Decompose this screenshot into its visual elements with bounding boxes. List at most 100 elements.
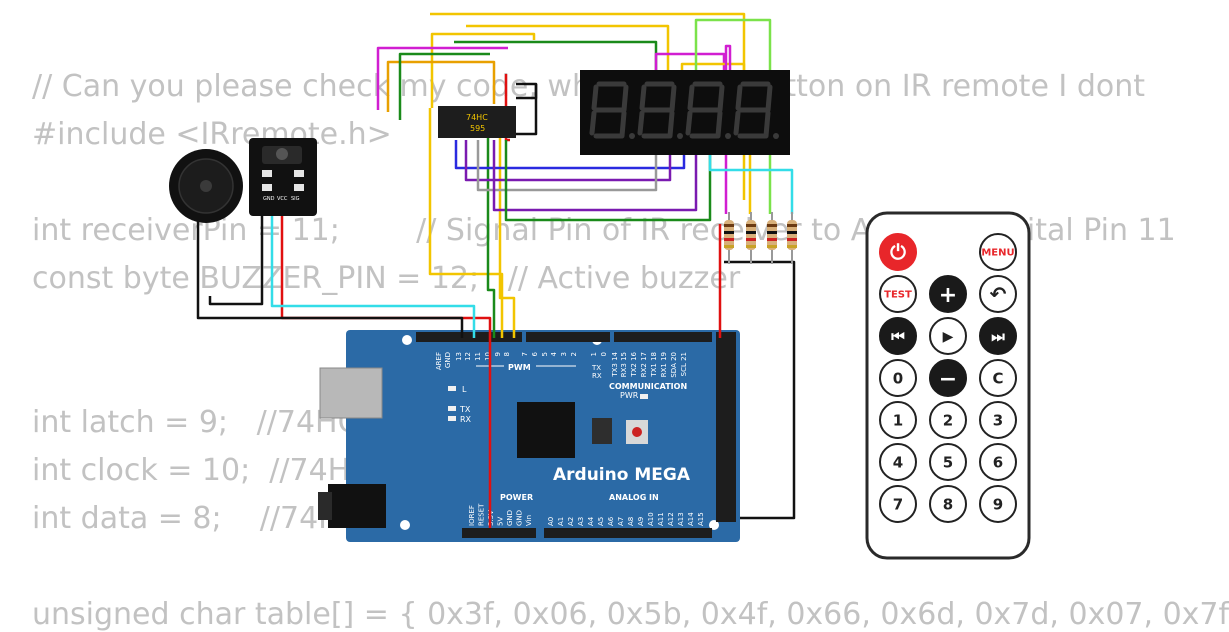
remote-button[interactable]: ⏭	[979, 317, 1017, 355]
remote-button[interactable]: 7	[879, 485, 917, 523]
remote-button-shape[interactable]	[929, 317, 967, 355]
remote-button-shape[interactable]	[879, 317, 917, 355]
board-name: Arduino MEGA	[553, 465, 691, 485]
display-segment	[637, 110, 645, 136]
remote-button[interactable]: 5	[929, 443, 967, 481]
wire-black-gnd-right[interactable]	[724, 260, 796, 520]
remote-button[interactable]: 8	[929, 485, 967, 523]
remote-button-label: 7	[893, 495, 903, 513]
wire-black-chip-right[interactable]	[516, 84, 538, 136]
header-right-double	[716, 332, 736, 522]
wire-green-left[interactable]	[398, 52, 490, 120]
remote-button-shape[interactable]	[929, 485, 967, 523]
remote-button[interactable]: ⏻	[879, 233, 917, 271]
wire-black-buzzer[interactable]	[196, 190, 464, 338]
wire-gray-segment[interactable]	[476, 140, 658, 192]
remote-button-shape[interactable]	[879, 275, 917, 313]
remote-button-shape[interactable]	[929, 443, 967, 481]
remote-button-shape[interactable]	[979, 485, 1017, 523]
wire-purple-segment-b[interactable]	[492, 140, 698, 212]
remote-button-shape[interactable]	[929, 359, 967, 397]
wire-yellow-top[interactable]	[430, 32, 536, 108]
wire-orange-left[interactable]	[386, 60, 496, 112]
remote-button[interactable]: 1	[879, 401, 917, 439]
display-segment	[619, 110, 627, 139]
wire-cyan-ir-signal[interactable]	[270, 213, 476, 338]
pin-label-top: 10	[484, 352, 492, 361]
remote-button-shape[interactable]	[879, 359, 917, 397]
resistor-body	[787, 220, 797, 250]
wire-purple-segment[interactable]	[464, 140, 672, 182]
pin-label-top: RX1 19	[660, 352, 668, 377]
remote-button[interactable]: TEST	[879, 275, 917, 313]
wire-green-segment[interactable]	[504, 140, 712, 222]
wire-cyan-resistor[interactable]	[708, 146, 794, 214]
chip-label-line1: 74HC	[466, 113, 488, 122]
resistor-band	[767, 231, 777, 234]
remote-button[interactable]: +	[929, 275, 967, 313]
remote-button[interactable]: C	[979, 359, 1017, 397]
resistor-band	[767, 238, 777, 241]
wire-blue-segment[interactable]	[454, 140, 686, 170]
remote-button[interactable]: 3	[979, 401, 1017, 439]
pin-label-top: TX3 14	[611, 351, 619, 377]
remote-button-shape[interactable]	[879, 485, 917, 523]
remote-button[interactable]: 0	[879, 359, 917, 397]
wire-black-ir-gnd[interactable]	[208, 213, 264, 306]
remote-button-shape[interactable]	[979, 401, 1017, 439]
tx-label: TX	[591, 364, 601, 372]
display-segment	[667, 110, 675, 139]
resistor-band	[746, 224, 756, 227]
remote-button[interactable]: ▶	[929, 317, 967, 355]
remote-button-shape[interactable]	[929, 275, 967, 313]
resistor-body	[767, 220, 777, 250]
resistor-band	[746, 245, 756, 248]
seven-segment-display	[580, 70, 790, 155]
wire-green-clock[interactable]	[486, 108, 496, 338]
wire-green-display-a[interactable]	[454, 40, 658, 72]
remote-button[interactable]: ⏮	[879, 317, 917, 355]
wire-yellow-display-c[interactable]	[680, 62, 746, 72]
remote-button-shape[interactable]	[879, 233, 917, 271]
pin-label-analog: A15	[697, 512, 705, 526]
wire-black-chip-top[interactable]	[516, 82, 538, 100]
display-segment	[715, 110, 723, 139]
remote-button-label: ▶	[943, 329, 954, 345]
wire-magenta-left[interactable]	[376, 46, 508, 110]
remote-button-shape[interactable]	[979, 233, 1017, 271]
usb-port	[319, 367, 383, 419]
remote-button[interactable]: −	[929, 359, 967, 397]
wire-yellow-data[interactable]	[498, 108, 516, 338]
wire-yellow-display-b[interactable]	[466, 24, 670, 72]
remote-button-shape[interactable]	[979, 359, 1017, 397]
remote-button-shape[interactable]	[879, 401, 917, 439]
remote-button-shape[interactable]	[979, 275, 1017, 313]
analog-label: ANALOG IN	[609, 493, 659, 502]
display-segment	[687, 84, 695, 111]
pin-label-top: GND	[444, 352, 452, 368]
remote-button[interactable]: MENU	[979, 233, 1017, 271]
remote-button-label: MENU	[981, 248, 1014, 259]
remote-button-label: 3	[993, 411, 1003, 429]
wire-yellow-latch[interactable]	[428, 108, 504, 338]
resistor-band	[746, 238, 756, 241]
display-segment	[639, 84, 647, 111]
code-line-4: const byte BUZZER_PIN = 12; // Active bu…	[32, 261, 741, 296]
remote-button[interactable]: ↶	[979, 275, 1017, 313]
resistor-body	[724, 220, 734, 250]
pin-label-top: SDA 20	[670, 352, 678, 378]
remote-button[interactable]: 2	[929, 401, 967, 439]
display-dot	[629, 133, 635, 139]
resistor-band	[767, 245, 777, 248]
pin-label-analog: A10	[647, 512, 655, 526]
remote-button[interactable]: 9	[979, 485, 1017, 523]
remote-button-shape[interactable]	[979, 443, 1017, 481]
display-segment	[733, 110, 741, 136]
remote-button-shape[interactable]	[979, 317, 1017, 355]
remote-button[interactable]: 4	[879, 443, 917, 481]
resistor-body	[746, 220, 756, 250]
remote-button-shape[interactable]	[929, 401, 967, 439]
remote-button[interactable]: 6	[979, 443, 1017, 481]
remote-button-shape[interactable]	[879, 443, 917, 481]
